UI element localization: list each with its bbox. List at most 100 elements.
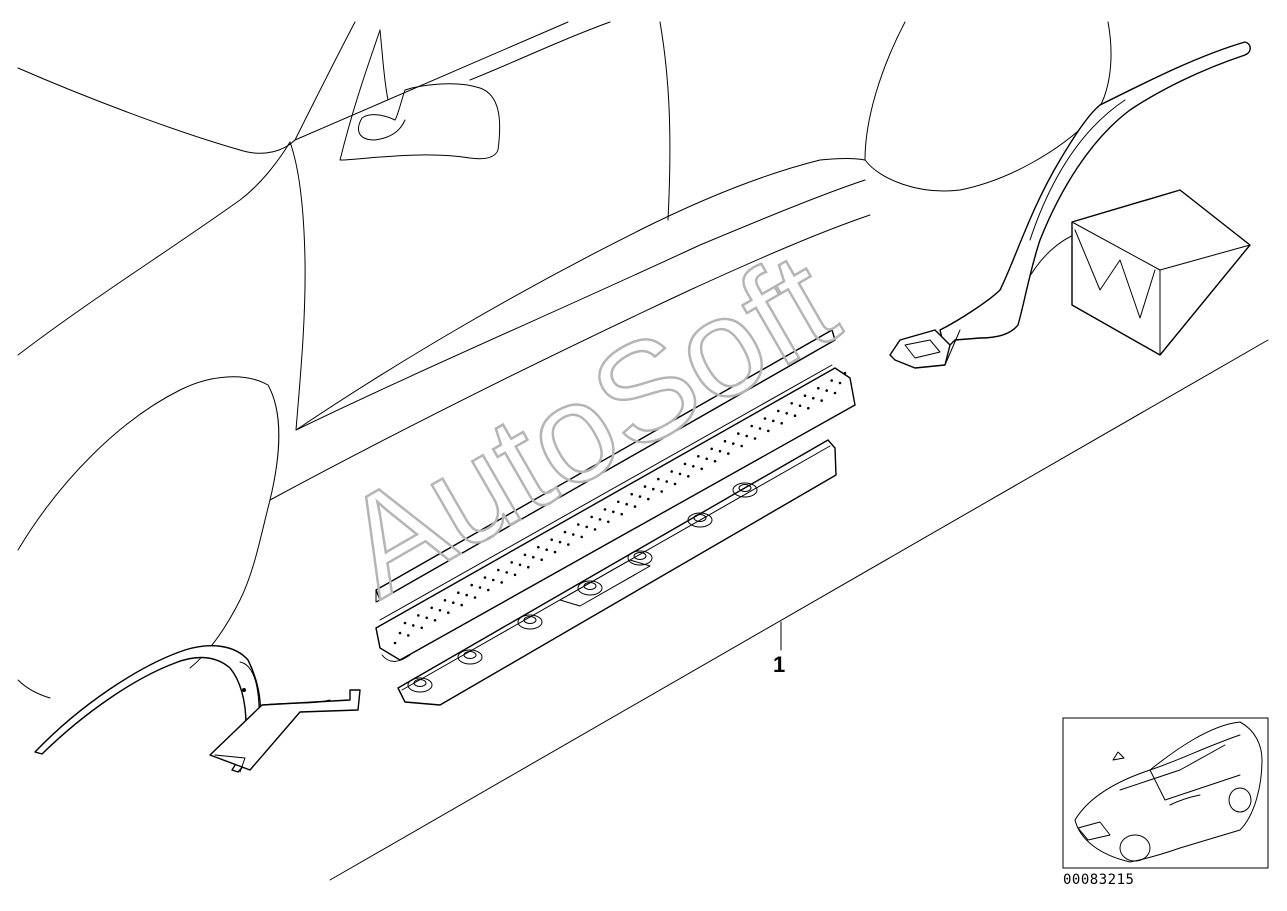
perforation-dot	[585, 525, 588, 529]
perforation-dot	[443, 599, 447, 602]
perforation-dot	[678, 472, 682, 476]
perforation-dot	[492, 578, 495, 582]
perforation-dot	[393, 641, 397, 645]
perforation-dot	[510, 561, 513, 564]
side-skirt-panel[interactable]	[375, 364, 856, 662]
perforation-dot	[550, 538, 553, 541]
perforation-dot	[483, 576, 487, 579]
perforation-dot	[430, 606, 434, 610]
perforation-dot	[433, 619, 437, 622]
perforation-dot	[647, 497, 650, 501]
perforation-dot	[772, 419, 775, 423]
perforation-dot	[665, 480, 668, 483]
front-wheel-arch-trim[interactable]	[34, 645, 361, 773]
perforation-dot	[652, 487, 655, 491]
perforation-dot	[825, 389, 828, 392]
perforation-dot	[692, 465, 695, 468]
perforation-dot	[843, 371, 847, 375]
perforation-dot	[563, 530, 567, 534]
perforation-dot	[452, 601, 455, 604]
perforation-dot	[807, 406, 810, 410]
perforation-dot	[713, 459, 717, 463]
perforation-dot	[758, 427, 762, 430]
perforation-dot	[745, 434, 748, 438]
mounting-clip-hole	[463, 651, 477, 659]
perforation-dot	[545, 548, 548, 551]
perforation-dot	[657, 477, 660, 481]
perforation-dot	[838, 381, 842, 385]
perforation-dot	[700, 467, 703, 471]
perforation-dot	[777, 409, 780, 413]
mounting-clip	[687, 512, 713, 528]
perforation-dot	[473, 596, 477, 599]
mounting-clip	[627, 550, 653, 566]
diagram-id: 00083215	[1063, 872, 1135, 888]
perforation-dot	[820, 399, 823, 402]
perforation-dot	[830, 379, 833, 382]
perforation-dot	[670, 470, 673, 473]
perforation-dot	[710, 447, 713, 451]
perforation-dot	[620, 512, 623, 516]
mounting-clip-hole	[738, 484, 752, 492]
perforation-dot	[537, 545, 540, 549]
perforation-dot	[407, 634, 410, 637]
vehicle-thumbnail	[1062, 717, 1269, 869]
perforation-dot	[732, 442, 735, 445]
mounting-kit-box[interactable]	[1071, 189, 1251, 356]
mounting-clip-hole	[523, 616, 537, 624]
mounting-clip-hole	[633, 552, 647, 560]
mounting-clip-hole	[693, 514, 707, 522]
perforation-dot	[487, 588, 490, 592]
perforation-dot	[812, 396, 815, 400]
side-skirt-lower-panel[interactable]	[397, 439, 837, 706]
perforation-dot	[572, 533, 575, 536]
perforation-dot	[580, 535, 583, 539]
perforation-dot	[513, 573, 517, 577]
perforation-dot	[577, 523, 580, 526]
perforation-dot	[590, 515, 593, 519]
mounting-clips	[407, 482, 758, 693]
perforation-dot	[417, 614, 420, 617]
perforation-dot	[753, 437, 757, 440]
perforation-dot	[617, 500, 620, 504]
perforation-dot	[790, 402, 793, 405]
mounting-clip	[577, 580, 603, 596]
perforation-dot	[673, 482, 677, 486]
perforation-dot	[740, 444, 743, 448]
perforation-dot	[737, 432, 740, 435]
mounting-clip	[407, 677, 433, 693]
callout-number-1[interactable]: 1	[773, 652, 786, 677]
perforation-dot	[460, 603, 464, 607]
perforation-dot	[718, 449, 722, 453]
perforation-dot	[607, 520, 610, 524]
perforation-dot	[457, 591, 460, 594]
perforation-dot	[687, 475, 690, 478]
perforation-dot	[532, 555, 535, 559]
perforation-dot	[612, 510, 615, 514]
perforation-dot	[478, 586, 482, 589]
perforation-dot	[603, 508, 607, 511]
perforation-dot	[465, 593, 469, 597]
perforation-dot	[817, 386, 820, 390]
perforation-dot	[780, 422, 783, 425]
perforation-dot	[705, 457, 708, 461]
perforation-dot	[558, 540, 562, 544]
side-skirt-upper-strip[interactable]	[375, 329, 836, 603]
perforation-dot	[438, 609, 442, 612]
perforation-dot	[803, 394, 807, 398]
perforation-dot	[767, 429, 770, 433]
perforation-pattern	[393, 371, 847, 645]
perforation-dot	[630, 492, 633, 496]
perforation-dot	[625, 502, 628, 506]
perforation-dot	[500, 581, 504, 584]
perforation-dot	[527, 565, 530, 569]
perforation-dot	[763, 417, 767, 420]
perforation-dot	[412, 624, 415, 627]
rear-wheel-arch-trim[interactable]	[889, 41, 1251, 369]
perforation-dot	[727, 452, 730, 455]
mounting-clip	[517, 614, 543, 630]
perforation-dot	[638, 495, 642, 498]
mounting-clip	[732, 482, 758, 498]
perforation-dot	[723, 439, 727, 443]
